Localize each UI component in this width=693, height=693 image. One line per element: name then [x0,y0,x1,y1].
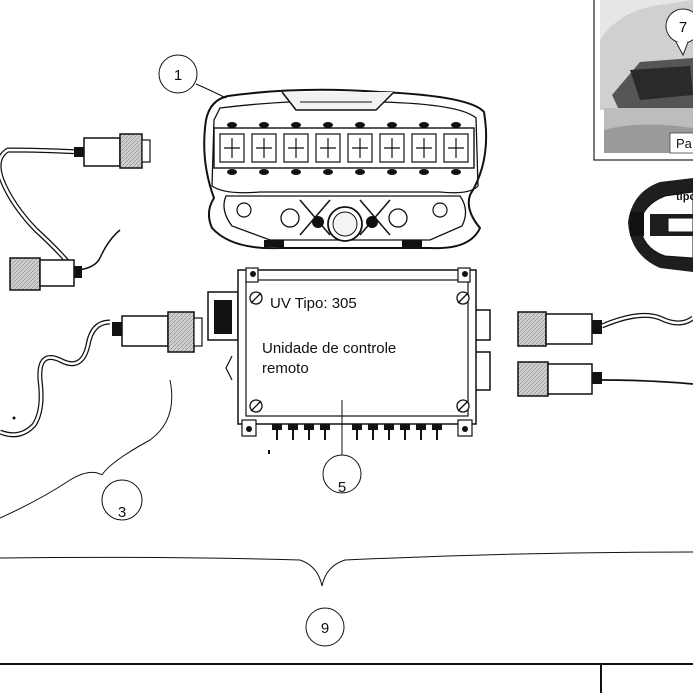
unit-description-line2: remoto [262,360,309,377]
corner-screws [249,291,470,413]
remote-control-unit-box: UV Tipo: 305 Unidade de controle remoto [207,267,491,470]
callout-1: 1 [158,54,198,94]
right-cable-lower [517,361,693,397]
bracket-3-lower [0,471,103,519]
callout-5-label: 5 [338,479,346,496]
left-cable-bottom-connector [9,257,82,291]
receiver-unit: tipo [628,178,693,272]
remote-control-transmitter [195,83,488,250]
callout-1-label: 1 [174,67,182,84]
callout-7-label: 7 [679,19,687,36]
title-block-frame [0,663,693,693]
callout-5: 5 [322,454,362,496]
receiver-label: tipo [676,191,693,203]
callout-9-label: 9 [321,620,329,637]
control-cable-assembly [0,311,203,438]
callout-3: 3 [101,479,143,521]
bracket-3-upper [101,379,173,476]
photo-caption-box [669,132,693,154]
unit-description-line1: Unidade de controle [262,340,396,357]
terminal-strip [268,424,442,454]
unit-type-label: UV Tipo: 305 [270,295,357,312]
callout-1-leader [195,83,227,99]
brace-9 [0,551,693,587]
mounting-tabs [241,267,473,437]
callout-3-label: 3 [118,504,126,521]
left-cable-top-connector [74,133,151,169]
right-cable-upper [517,311,693,347]
callout-9: 9 [305,607,345,647]
joystick-panel [223,195,467,247]
control-cable-connector [112,311,203,353]
photo-inset: 7 Pa [593,0,693,161]
callout-7: 7 [665,8,693,57]
left-cable-assembly [0,133,151,291]
photo-caption: Pa [676,136,693,151]
toggle-switch-row [213,122,475,175]
